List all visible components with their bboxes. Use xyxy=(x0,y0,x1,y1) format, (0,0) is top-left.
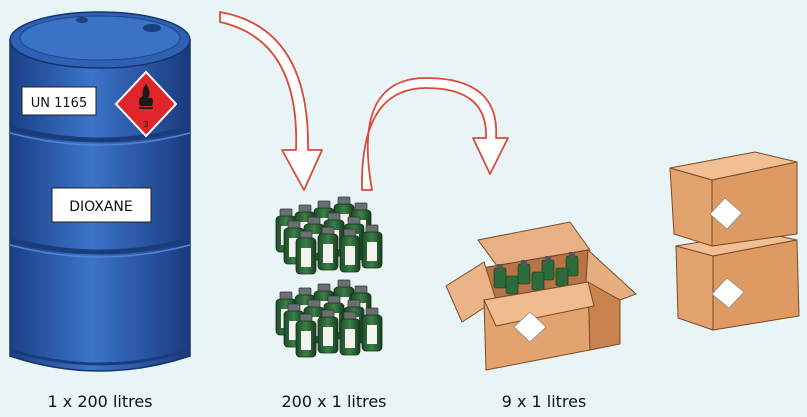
bottles-quantity-caption: 200 x 1 litres xyxy=(281,392,387,411)
flammable-hazard-diamond-icon: 3 xyxy=(114,70,178,138)
substance-text: DIOXANE xyxy=(69,199,133,215)
transfer-arrow-icon xyxy=(219,11,323,191)
un-number-label: UN 1165 xyxy=(21,86,97,116)
un-number-text: UN 1165 xyxy=(31,96,87,111)
substance-label: DIOXANE xyxy=(51,187,152,223)
drum-quantity-caption: 1 x 200 litres xyxy=(47,392,153,411)
stacked-shipping-boxes xyxy=(669,151,800,331)
bottles-group-upper xyxy=(276,197,382,274)
bottles-group-lower xyxy=(276,280,382,357)
hazard-class-number: 3 xyxy=(143,120,148,129)
box-quantity-caption: 9 x 1 litres xyxy=(501,392,587,411)
open-box-with-bottles xyxy=(445,221,637,371)
packing-arrow-icon xyxy=(361,77,509,191)
